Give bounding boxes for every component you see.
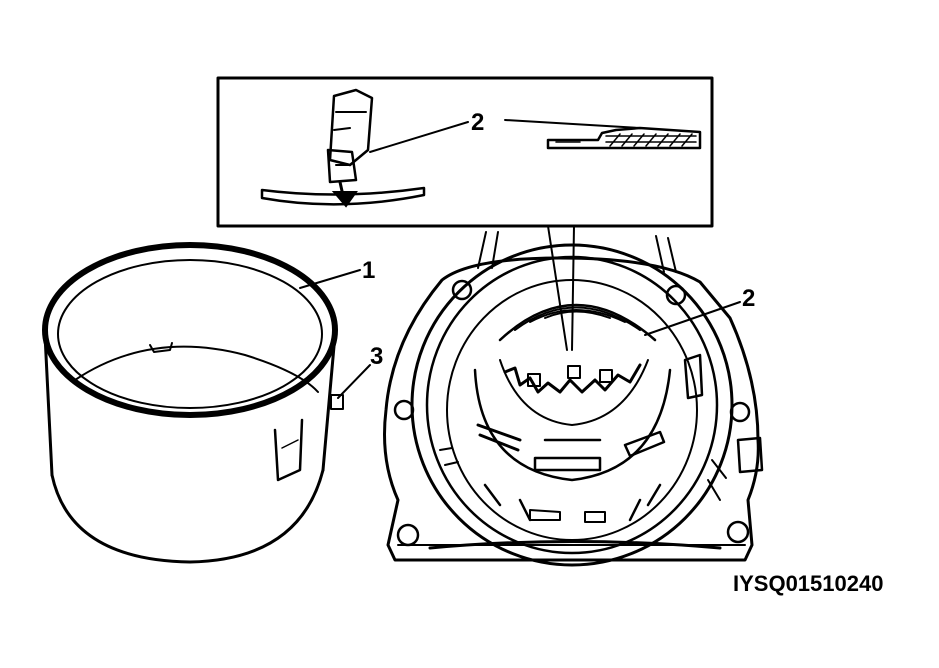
leader-line-3	[337, 364, 371, 399]
detail-inset	[216, 76, 714, 351]
callout-3: 3	[370, 343, 383, 370]
leader-line-1	[299, 269, 361, 289]
figure-id: IYSQ01510240	[733, 571, 883, 596]
leader-line-2-inset	[369, 121, 469, 153]
callout-1: 1	[362, 257, 375, 284]
retaining-clip-detail	[260, 88, 426, 208]
band-tab	[330, 394, 344, 410]
leader-line-2-housing	[644, 301, 741, 336]
callout-2-housing: 2	[742, 285, 755, 312]
callout-2-inset: 2	[471, 109, 484, 136]
transmission-housing	[383, 231, 764, 567]
leader-line-2-profile	[504, 119, 641, 129]
brake-band	[42, 242, 338, 564]
clip-side-profile	[546, 126, 702, 150]
